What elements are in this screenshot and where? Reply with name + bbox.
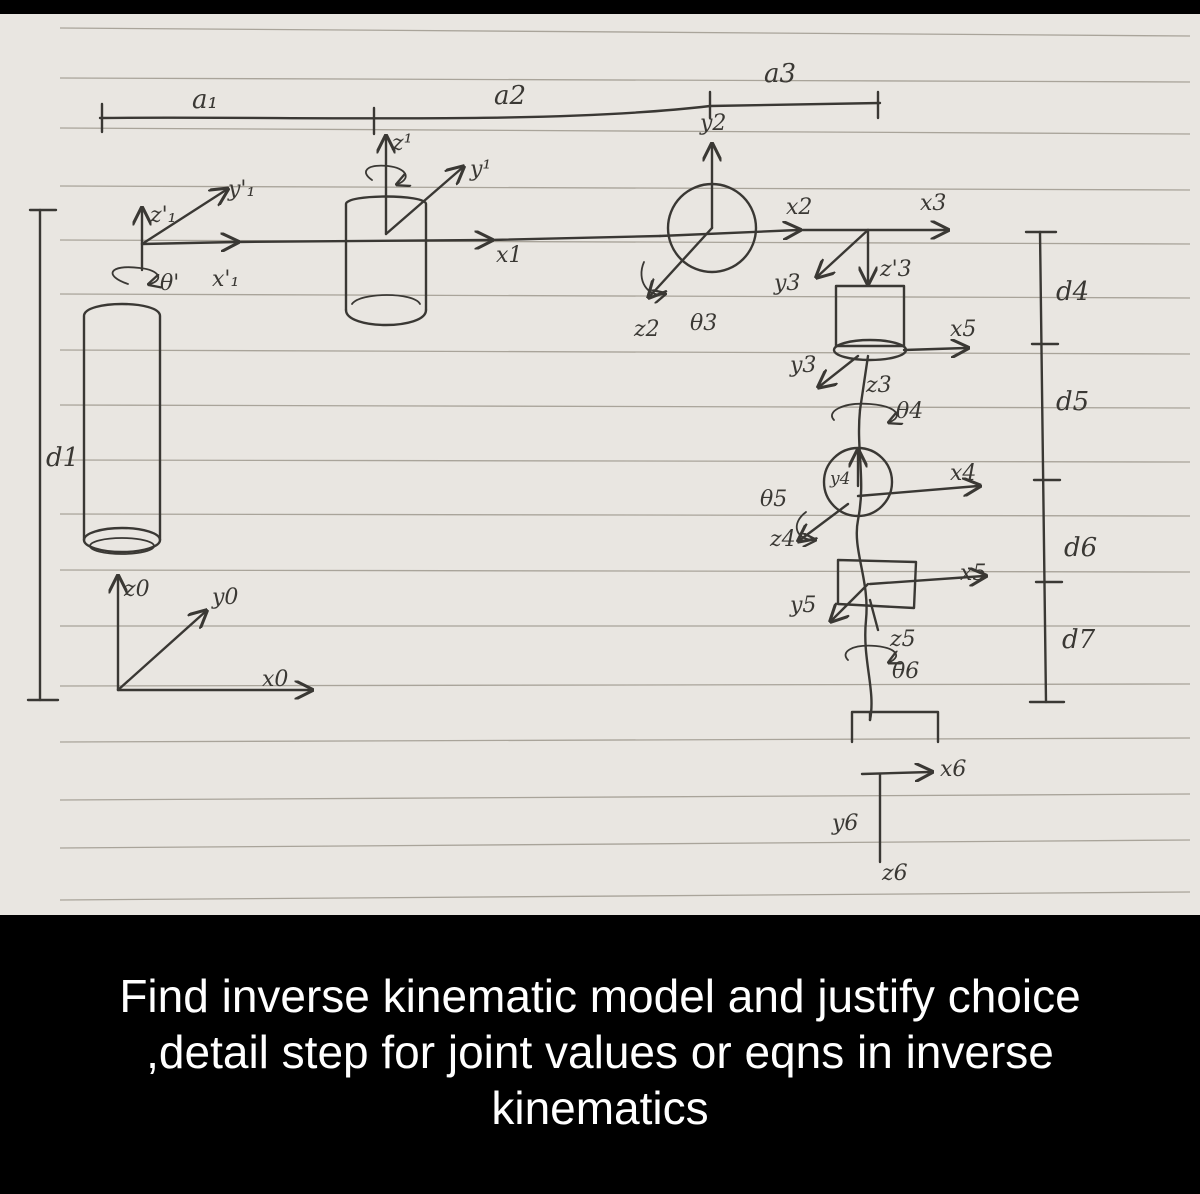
label-d5: d5 [1056, 387, 1089, 417]
label-theta4: θ4 [896, 399, 923, 424]
top-dimension-line: a₁ a2 a3 [98, 59, 882, 136]
end-effector-gripper: x6 y6 z6 [831, 710, 966, 886]
label-x3: x3 [920, 191, 946, 216]
x-axis-mid [488, 234, 662, 242]
right-dimension-line: d4 d5 d6 d7 [1024, 230, 1097, 704]
frame-4-joint: y4 x4 θ5 z4 [760, 408, 978, 722]
label-x4: x4 [950, 461, 976, 486]
label-z3: z'3 [879, 257, 912, 282]
d1-dimension-line: d1 [26, 208, 79, 702]
label-z0: z0 [123, 577, 150, 602]
label-y3-b: y3 [789, 353, 816, 378]
frame-3-axes: x3 y3 z'3 [773, 191, 946, 296]
link-1-cylinder [82, 302, 162, 555]
label-y0: y0 [211, 585, 238, 610]
label-y2: y2 [699, 111, 726, 136]
link-4-cylinder: x5 y3 z3 θ4 [789, 284, 976, 424]
label-y5: y5 [789, 593, 816, 618]
frame-5-joint: x5 y5 z5 θ6 [789, 558, 986, 684]
label-x1-prime: x'₁ [212, 267, 239, 292]
label-d1: d1 [46, 443, 79, 473]
label-a3: a3 [764, 59, 796, 89]
label-y1: y'₁ [227, 177, 255, 202]
label-z1: z'₁ [149, 203, 176, 228]
question-text: Find inverse kinematic model and justify… [119, 969, 1081, 1134]
ruled-lines [59, 27, 1191, 901]
label-a2: a2 [494, 81, 526, 111]
label-d6: d6 [1064, 533, 1097, 563]
label-a1: a₁ [192, 85, 218, 115]
label-z3-lower: z3 [865, 373, 892, 398]
label-d7: d7 [1062, 625, 1096, 655]
label-z4: z4 [769, 527, 796, 552]
label-d4: d4 [1056, 277, 1089, 307]
label-z-joint2: z¹ [391, 131, 412, 156]
label-theta1: θ' [160, 271, 179, 296]
photo-top-border [0, 0, 1200, 14]
label-y-joint2: y¹ [469, 157, 491, 182]
frame-1-axes: z'₁ y'₁ x'₁ θ' [111, 177, 255, 296]
label-theta5: θ5 [760, 487, 787, 512]
label-theta3: θ3 [690, 311, 717, 336]
label-theta6: θ6 [892, 659, 919, 684]
label-z6: z6 [881, 861, 908, 886]
label-z2: z2 [633, 317, 660, 342]
question-caption: Find inverse kinematic model and justify… [0, 915, 1200, 1194]
label-z5: z5 [889, 627, 916, 652]
joint-2-cylinder: z¹ y¹ x1 [344, 131, 522, 327]
frame-0-axes: z0 y0 x0 [118, 577, 310, 692]
label-x6: x6 [940, 757, 966, 782]
label-x0: x0 [262, 667, 288, 692]
label-x5-upper: x5 [950, 317, 976, 342]
label-y6: y6 [831, 811, 858, 836]
label-x5: x5 [960, 561, 986, 586]
label-x2: x2 [786, 195, 812, 220]
label-x1: x1 [496, 243, 522, 268]
paper-background [0, 0, 1200, 915]
label-y4: y4 [829, 469, 850, 489]
robot-arm-sketch: a₁ a2 a3 d1 d4 d5 d6 d7 z0 y0 x0 [0, 0, 1200, 915]
frame-2-joint: y2 x2 z2 θ3 [633, 111, 812, 342]
x1-axis-long [234, 240, 490, 242]
label-y3-a: y3 [773, 271, 800, 296]
